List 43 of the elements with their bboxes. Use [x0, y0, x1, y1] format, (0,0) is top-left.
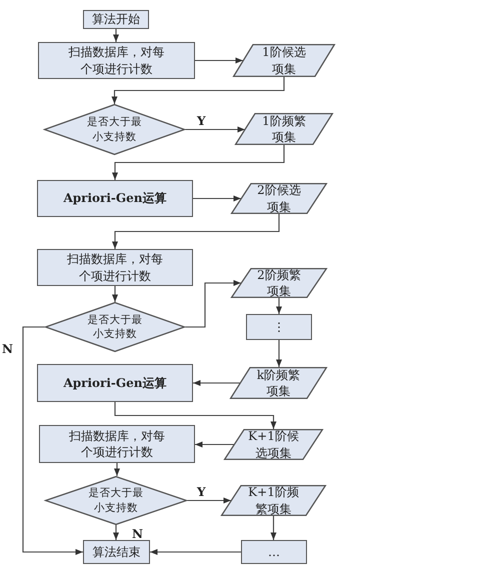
edge-label: Y	[196, 115, 207, 127]
process-box: Apriori-Gen运算	[37, 364, 193, 402]
process-box: …	[241, 540, 307, 564]
arrow	[114, 402, 277, 429]
arrow	[276, 340, 282, 367]
process-box: 扫描数据库，对每个项进行计数	[39, 425, 195, 463]
arrow	[22, 326, 83, 556]
arrow	[187, 497, 231, 504]
arrow	[112, 29, 120, 42]
data-parallelogram: 1阶频繁项集	[235, 113, 333, 145]
process-box: 扫描数据库，对每个项进行计数	[37, 249, 193, 286]
decision-diamond: 是否大于最小支持数	[45, 302, 185, 352]
arrow	[111, 77, 285, 104]
data-parallelogram: 2阶候选项集	[231, 183, 327, 214]
arrow	[270, 516, 277, 540]
arrow	[150, 548, 241, 556]
arrow	[276, 298, 282, 314]
process-box: ⋮	[246, 314, 312, 340]
edge-label: Y	[196, 486, 207, 498]
process-box: 算法结束	[83, 540, 150, 564]
decision-diamond: 是否大于最小支持数	[44, 104, 185, 155]
arrow	[112, 214, 280, 249]
process-box: 算法开始	[83, 10, 149, 29]
edge-label: N	[1, 343, 14, 355]
arrow	[193, 380, 240, 386]
decision-diamond: 是否大于最小支持数	[45, 476, 187, 525]
process-box: 扫描数据库，对每个项进行计数	[38, 42, 195, 79]
data-parallelogram: K+1阶频繁项集	[221, 485, 326, 516]
data-parallelogram: 1阶候选项集	[233, 44, 335, 77]
arrow	[195, 441, 234, 448]
arrow	[112, 286, 118, 302]
process-box: Apriori-Gen运算	[37, 180, 193, 217]
edge-label: N	[131, 528, 144, 540]
arrow	[195, 57, 243, 64]
arrow	[185, 126, 245, 133]
arrow	[112, 525, 120, 540]
data-parallelogram: 2阶频繁项集	[231, 268, 327, 298]
arrow	[193, 195, 241, 202]
arrow	[114, 463, 120, 476]
arrow	[185, 280, 241, 328]
arrow	[112, 145, 285, 180]
data-parallelogram: k阶频繁项集	[230, 367, 327, 399]
data-parallelogram: K+1阶候选项集	[224, 429, 323, 460]
